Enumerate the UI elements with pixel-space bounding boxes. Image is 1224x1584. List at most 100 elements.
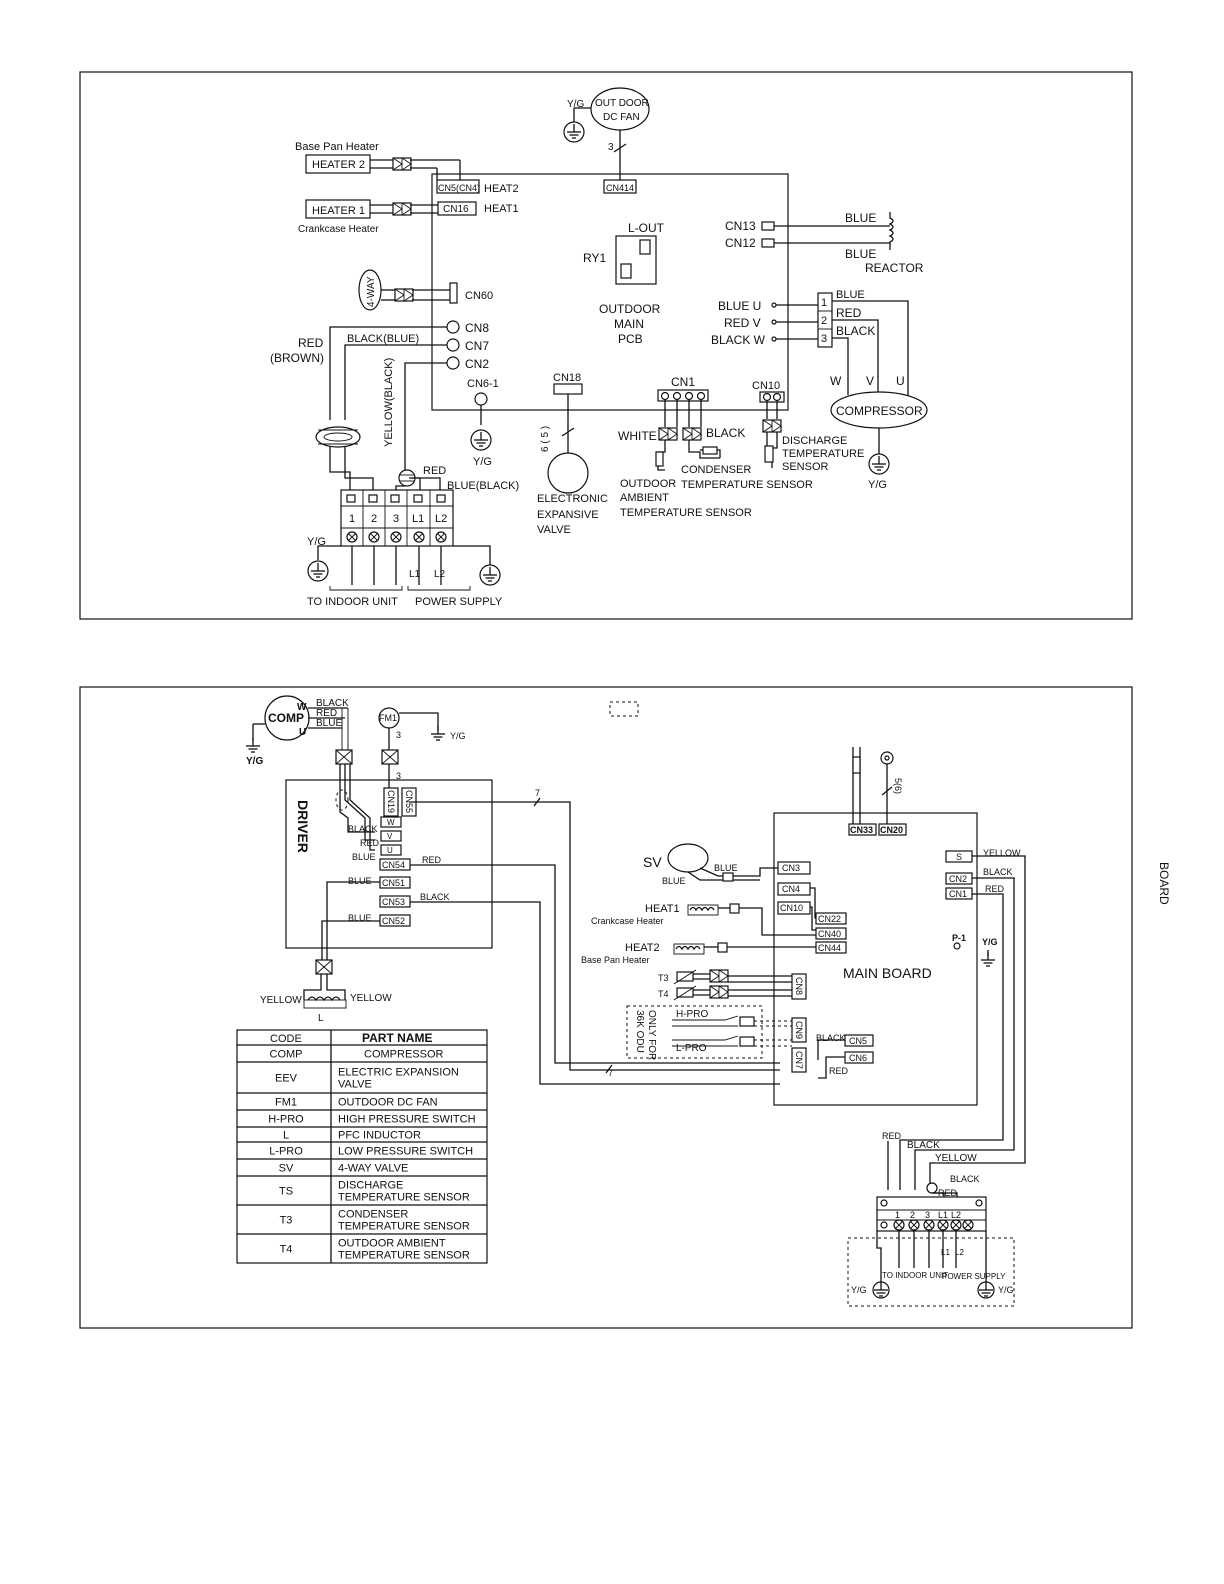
oat-label-1: OUTDOOR <box>620 478 676 490</box>
cn10-main-connector <box>777 901 811 915</box>
legend-code: FM1 <box>275 1097 297 1109</box>
reactor-label: REACTOR <box>865 261 924 275</box>
base-pan-heater-label: Base Pan Heater <box>295 141 379 153</box>
legend-code: TS <box>279 1186 293 1198</box>
t4-label: T4 <box>658 989 669 999</box>
pcb-name-3: PCB <box>618 332 643 346</box>
cn414-connector <box>603 179 637 194</box>
cn5-main-label: CN5 <box>849 1036 867 1046</box>
ry1-label: RY1 <box>583 251 606 265</box>
cn33-label: CN33 <box>850 825 873 835</box>
fm1-wires-a: 3 <box>396 730 401 740</box>
sv-blue-2: BLUE <box>662 876 686 886</box>
comp-red: RED <box>316 708 337 719</box>
heat1-coil-icon <box>689 906 715 912</box>
pcb-name-1: OUTDOOR <box>599 302 661 316</box>
cn7-main-connector <box>791 1047 807 1073</box>
cn53-label: CN53 <box>382 897 405 907</box>
legend-part-name: LOW PRESSURE SWITCH <box>338 1146 473 1158</box>
legend-part-name-line2: TEMPERATURE SENSOR <box>338 1221 470 1233</box>
comp-u: U <box>299 727 306 738</box>
driver-black: BLACK <box>348 824 378 834</box>
comp-label: COMP <box>268 711 304 725</box>
cn55-wires: 7 <box>535 788 540 798</box>
bottom-wiring-diagram: COMP W U BLACK RED BLUE Y/G FM1 Y/G 3 3 <box>79 686 1171 1329</box>
cn2-black: BLACK <box>983 867 1013 877</box>
bottom-terminal-l2: L2 <box>951 1210 961 1220</box>
terminal-red: RED <box>882 1131 902 1141</box>
top-frame <box>79 71 1133 620</box>
comp-black: BLACK <box>316 698 349 709</box>
driver-board-title-1: DRIVER <box>295 800 311 853</box>
cn20-wires: 5(6) <box>893 778 903 794</box>
inductor-yellow-1: YELLOW <box>260 995 302 1006</box>
cn5-label: CN5(CN4) <box>438 183 480 193</box>
cn1-label: CN1 <box>671 375 695 389</box>
cn60-label: CN60 <box>465 290 493 302</box>
driver-board-title-2: BOARD <box>1157 862 1171 905</box>
dashed-legend-box <box>609 701 639 717</box>
comp-u: U <box>896 374 905 388</box>
discharge-label-1: DISCHARGE <box>782 435 847 447</box>
cn3-label: CN3 <box>782 863 800 873</box>
cn40-label: CN40 <box>818 929 841 939</box>
legend-code: EEV <box>275 1073 298 1085</box>
cn6-red: RED <box>829 1066 849 1076</box>
oat-label-2: AMBIENT <box>620 492 669 504</box>
fan-label-1: OUT DOOR <box>595 98 649 109</box>
cn51-blue: BLUE <box>348 876 372 886</box>
uvw-black: BLACK <box>836 324 875 338</box>
bottom-terminal-2: 2 <box>910 1210 915 1220</box>
cn8-label: CN8 <box>465 321 489 335</box>
lout-label: L-OUT <box>628 221 665 235</box>
cn16-label: CN16 <box>443 204 469 215</box>
bottom-power-supply: POWER SUPPLY <box>942 1272 1006 1281</box>
legend-code: SV <box>279 1163 294 1175</box>
main-board-title: MAIN BOARD <box>843 965 932 981</box>
electronic-expansive-valve <box>547 452 589 494</box>
main-board <box>773 812 978 1106</box>
compressor-label: COMPRESSOR <box>836 404 923 418</box>
bottom-terminal-l1: L1 <box>938 1210 948 1220</box>
eev-label-1: ELECTRONIC <box>537 493 608 505</box>
eev-wires: 6 ( 5 ) <box>540 426 551 452</box>
wire-blue-black: BLUE(BLACK) <box>447 480 519 492</box>
uvw-blue-u: BLUE U <box>718 299 761 313</box>
cn1-black: BLACK <box>706 426 745 440</box>
legend-part-name: DISCHARGE <box>338 1180 403 1192</box>
power-l2: L2 <box>434 569 446 580</box>
cn52-blue: BLUE <box>348 913 372 923</box>
cn18-label: CN18 <box>553 372 581 384</box>
cn18-connector <box>553 383 583 395</box>
cn13-label: CN13 <box>725 219 756 233</box>
legend-part-name: OUTDOOR DC FAN <box>338 1097 438 1109</box>
heat2-coil-icon <box>675 945 701 951</box>
cn6-1-yg: Y/G <box>473 456 492 468</box>
cn20-label: CN20 <box>880 825 903 835</box>
pcb-name-2: MAIN <box>614 317 644 331</box>
uvw-black-w: BLACK W <box>711 333 766 347</box>
wire-red: RED <box>298 336 324 350</box>
cn5-black: BLACK <box>816 1033 846 1043</box>
cn10-label: CN10 <box>752 380 780 392</box>
cn3-connector <box>777 861 811 875</box>
lpro-label: L-PRO <box>676 1043 707 1054</box>
driver-blue: BLUE <box>352 852 376 862</box>
cn54-red: RED <box>422 855 442 865</box>
cn33-connector <box>848 823 877 836</box>
sv-blue-1: BLUE <box>714 863 738 873</box>
heat2-label: HEAT2 <box>484 183 519 195</box>
cn4-connector <box>777 882 811 896</box>
legend-header-part-name: PART NAME <box>362 1031 432 1045</box>
cn8-main-connector <box>791 973 807 1000</box>
cn52-label: CN52 <box>382 916 405 926</box>
cn2-main-label: CN2 <box>949 874 967 884</box>
terminal-black: BLACK <box>907 1140 940 1151</box>
legend-part-name-line2: TEMPERATURE SENSOR <box>338 1250 470 1262</box>
inductor-label: L <box>318 1013 324 1024</box>
reactor-coil-icon <box>888 212 894 250</box>
legend-part-name: CONDENSER <box>338 1209 408 1221</box>
cn19-label: CN19 <box>386 790 396 813</box>
driver-v: V <box>387 832 393 841</box>
bottom-terminal-1: 1 <box>895 1210 900 1220</box>
